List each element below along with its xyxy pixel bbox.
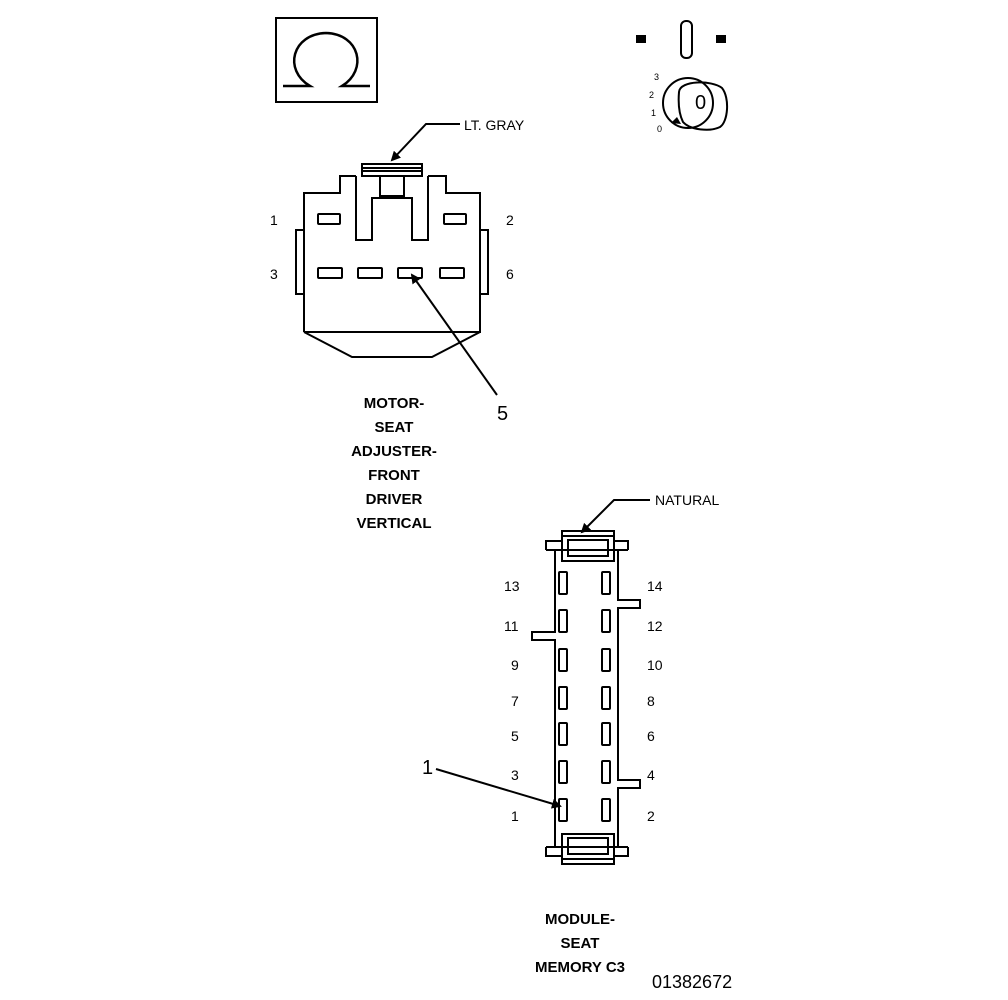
connector-2-color-label: NATURAL [655,492,720,508]
key-position-2: 2 [649,90,655,100]
connector-2-title: MODULE- SEAT MEMORY C3 [520,908,640,980]
connector-1-pin-3: 3 [270,266,278,282]
connector-1-title-line: DRIVER [365,491,423,508]
connector-2-pin-1: 1 [511,808,519,824]
connector-2-pin-9: 9 [511,657,519,673]
key-label: 0 [695,92,707,114]
connector-2-pin-8: 8 [647,693,655,709]
connector-2-pin-14: 14 [647,578,663,594]
connector-1-pin-2: 2 [506,212,514,228]
connector-2-pin-11: 11 [504,618,519,634]
connector-1-title-line: FRONT [368,467,420,484]
connector-2-pin-7: 7 [511,693,519,709]
ignition-key-icon [636,20,728,131]
connector-1-callout: 5 [497,403,509,425]
connector-2-pin-2: 2 [647,808,655,824]
connector-2-pin-10: 10 [647,657,663,673]
connector-1-title-line: SEAT [374,419,414,436]
connector-2-callout: 1 [422,757,434,779]
figure-id: 01382672 [652,972,733,992]
connector-2-title-line: SEAT [560,935,600,952]
connector-1-title-line: ADJUSTER- [351,443,437,460]
connector-1-pin-6: 6 [506,266,514,282]
connector-1-body [295,163,489,358]
connector-2-pin-12: 12 [647,618,663,634]
connector-1-pin-1: 1 [270,212,278,228]
key-position-0: 0 [657,124,663,134]
connector-1-leader-lines [390,123,498,396]
connector-1-title: MOTOR- SEAT ADJUSTER- FRONT DRIVER VERTI… [324,392,464,536]
ohm-icon [275,17,378,103]
key-position-1: 1 [651,108,657,118]
connector-2-terminals [558,571,611,822]
connector-2-body [531,530,641,865]
key-position-3: 3 [654,72,660,82]
connector-2-title-line: MEMORY C3 [534,959,625,976]
connector-2-pin-4: 4 [647,767,655,783]
connector-1-title-line: MOTOR- [363,395,425,412]
connector-1-color-label: LT. GRAY [464,117,525,133]
connector-2-pin-6: 6 [647,728,655,744]
connector-2-title-line: MODULE- [545,911,615,928]
connector-2-leader-lines [435,499,650,809]
connector-1-title-line: VERTICAL [356,515,432,532]
connector-2-pin-13: 13 [504,578,520,594]
connector-2-pin-3: 3 [511,767,519,783]
connector-2-pin-5: 5 [511,728,519,744]
